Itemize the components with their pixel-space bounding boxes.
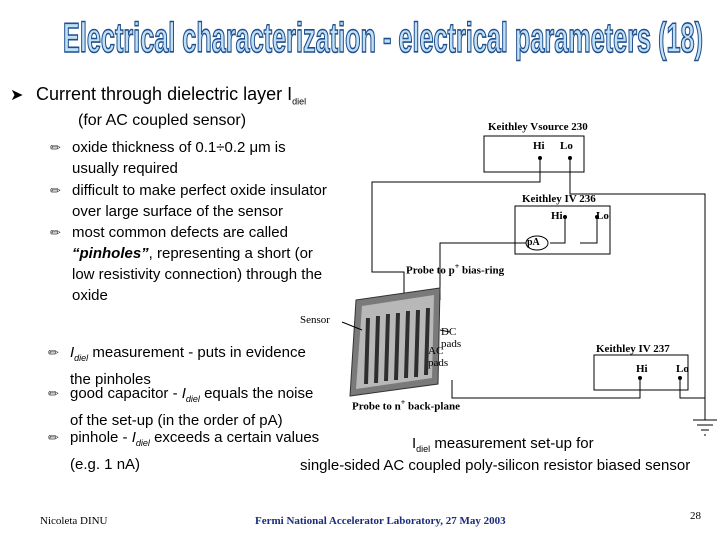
ac-pads-label: AC pads (428, 345, 449, 369)
wire-lo-236 (580, 217, 598, 244)
main-bullet-text: Current through dielectric layer I (36, 84, 293, 104)
wire-hi-237 (451, 378, 641, 399)
probe-n-label: Probe to n+ back-plane (352, 398, 460, 413)
wire-lo-237 (679, 378, 705, 399)
main-bullet-sub: diel (292, 96, 307, 107)
bullet-good-capacitor: ✏good capacitor - Idiel equals the noise… (48, 385, 314, 429)
iv237-box (593, 354, 689, 391)
pen-bullet-icon: ✏ (50, 140, 61, 155)
vsource-label: Keithley Vsource 230 (488, 121, 588, 133)
iv236-label: Keithley IV 236 (522, 193, 596, 205)
dc-pads-label: DC pads (441, 326, 462, 350)
pen-bullet-icon: ✏ (50, 225, 61, 240)
iv237-hi-label: Hi (636, 363, 648, 375)
main-bullet: ➤ Current through dielectric layer Idiel (10, 84, 306, 107)
bullet-oxide-insulator: ✏difficult to make perfect oxide insulat… (50, 182, 327, 220)
sensor-label: Sensor (300, 314, 330, 326)
wire-probe-p (439, 242, 530, 300)
caption-line1: Idiel measurement set-up for (412, 435, 594, 454)
bullet-pinholes: ✏most common defects are called“pinholes… (50, 224, 323, 304)
iv237-label: Keithley IV 237 (596, 343, 670, 355)
arrow-bullet-icon: ➤ (10, 87, 24, 104)
pen-bullet-icon: ✏ (48, 386, 59, 401)
pen-bullet-icon: ✏ (48, 345, 59, 360)
wire-hi-vsource (371, 158, 541, 312)
pa-label: pA (527, 237, 540, 248)
title-text: Electrical characterization - electrical… (63, 14, 703, 61)
pen-bullet-icon: ✏ (48, 430, 59, 445)
probe-p-label: Probe to p+ bias-ring (406, 262, 505, 277)
footer-lab: Fermi National Accelerator Laboratory, 2… (255, 515, 506, 527)
wire-hi-236 (550, 217, 566, 244)
subheading: (for AC coupled sensor) (78, 112, 247, 129)
footer-author: Nicoleta DINU (40, 515, 108, 527)
iv236-hi-label: Hi (551, 210, 563, 222)
vsource-lo-label: Lo (560, 140, 573, 152)
bullet-pinhole: ✏pinhole - Idiel exceeds a certain value… (48, 429, 320, 473)
iv236-box (514, 205, 611, 255)
sensor-image (341, 287, 451, 397)
vsource-hi-label: Hi (533, 140, 545, 152)
vsource-box (483, 135, 585, 173)
iv237-lo-label: Lo (676, 363, 689, 375)
iv236-lo-label: Lo (596, 210, 609, 222)
slide-title: Electrical characterization - electrical… (62, 13, 704, 62)
pen-bullet-icon: ✏ (50, 183, 61, 198)
caption-line2: single-sided AC coupled poly-silicon res… (300, 457, 691, 474)
pa-meter (525, 235, 549, 251)
wire-lo-vsource (569, 158, 706, 420)
page-number: 28 (690, 510, 701, 522)
